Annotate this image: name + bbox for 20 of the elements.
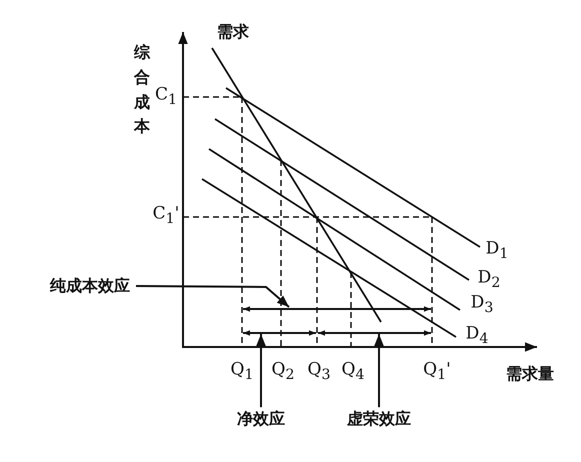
tick-label: Q$_{3}$: [308, 360, 330, 384]
tick-label: C$_{1}$: [154, 86, 178, 108]
leader-arrow: [374, 334, 384, 408]
callout-label: 虚荣效应: [347, 410, 411, 428]
tick-label: Q$_{1}$: [230, 360, 254, 384]
axis-label: 需求量: [506, 365, 554, 383]
leader-arrow: [136, 285, 290, 308]
tick-label: Q$_{2}$: [272, 360, 294, 384]
tick-label: C$_{1}$': [152, 204, 180, 228]
callout-label: 纯成本效应: [50, 277, 130, 295]
curve-label: D$_{2}$: [478, 268, 500, 292]
tick-label: Q$_{1}$': [423, 360, 451, 384]
curve-label: 需求: [217, 23, 249, 41]
callout-label: 净效应: [237, 410, 285, 428]
curve-label: D$_{1}$: [486, 240, 508, 262]
curve-label: D$_{4}$: [466, 324, 488, 348]
curve-label: D$_{3}$: [470, 294, 494, 316]
tick-label: Q$_{4}$: [342, 360, 364, 384]
axis-label: 综合成本: [134, 41, 150, 138]
leader-arrow: [256, 334, 266, 408]
